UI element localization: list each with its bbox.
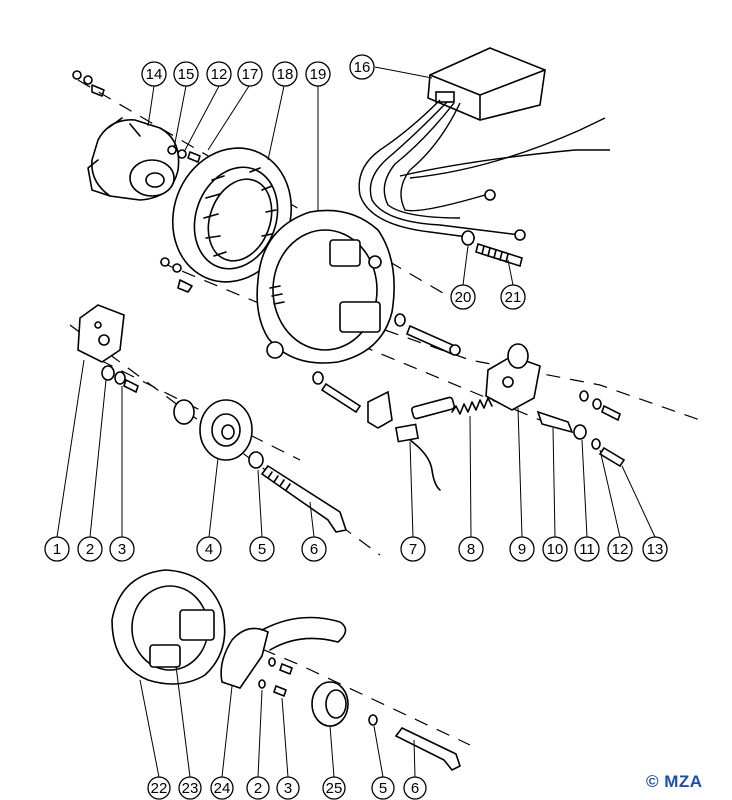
callout-19: 19 xyxy=(305,61,331,87)
bolt-upper-row xyxy=(312,371,393,429)
svg-text:14: 14 xyxy=(146,66,163,83)
svg-text:16: 16 xyxy=(354,59,371,76)
callout-3: 3 xyxy=(109,536,135,562)
callout-25: 25 xyxy=(322,776,346,800)
svg-text:8: 8 xyxy=(467,541,475,558)
brush-7 xyxy=(395,396,455,491)
brush-holder-9 xyxy=(485,343,541,411)
bottom-washers xyxy=(258,657,293,698)
callout-12-lower: 12 xyxy=(607,536,633,562)
svg-text:18: 18 xyxy=(277,66,294,83)
washers-2-3 xyxy=(101,365,139,394)
svg-text:6: 6 xyxy=(310,541,318,558)
svg-text:25: 25 xyxy=(326,780,343,797)
svg-text:7: 7 xyxy=(409,541,417,558)
copyright-notice: © MZA xyxy=(646,772,703,791)
callout-20: 20 xyxy=(450,284,476,310)
svg-text:4: 4 xyxy=(205,541,213,558)
svg-text:1: 1 xyxy=(53,541,61,558)
gasket-10 xyxy=(536,410,574,434)
callout-8: 8 xyxy=(458,536,484,562)
svg-text:3: 3 xyxy=(284,780,292,797)
callout-22: 22 xyxy=(147,776,171,800)
small-screw-mid-left xyxy=(160,257,193,293)
callout-4: 4 xyxy=(196,536,222,562)
svg-text:10: 10 xyxy=(547,541,564,558)
svg-text:19: 19 xyxy=(310,66,327,83)
callout-12: 12 xyxy=(206,61,232,87)
callout-2-bottom: 2 xyxy=(246,776,270,800)
svg-text:17: 17 xyxy=(242,66,259,83)
svg-text:22: 22 xyxy=(151,780,168,797)
callout-2: 2 xyxy=(77,536,103,562)
svg-text:3: 3 xyxy=(118,541,126,558)
washer-20-bolt-21 xyxy=(461,230,523,268)
pulley-25 xyxy=(311,681,349,727)
svg-text:21: 21 xyxy=(505,289,522,306)
callout-14: 14 xyxy=(141,61,167,87)
callout-1: 1 xyxy=(44,536,70,562)
housing-side-bolts xyxy=(394,313,461,356)
bottom-washer-5-bolt-6 xyxy=(368,714,461,772)
callout-13: 13 xyxy=(642,536,668,562)
main-housing xyxy=(256,209,395,364)
leader-lines xyxy=(56,66,656,778)
svg-text:15: 15 xyxy=(178,66,195,83)
regulator-box xyxy=(427,47,546,121)
svg-text:2: 2 xyxy=(86,541,94,558)
spring-8 xyxy=(451,397,493,415)
callout-6: 6 xyxy=(301,536,327,562)
svg-text:2: 2 xyxy=(254,780,262,797)
svg-text:6: 6 xyxy=(411,780,419,797)
svg-text:20: 20 xyxy=(455,289,472,306)
callout-9: 9 xyxy=(509,536,535,562)
end-bracket xyxy=(87,117,180,201)
callout-6-bottom: 6 xyxy=(403,776,427,800)
callout-18: 18 xyxy=(272,61,298,87)
callout-23: 23 xyxy=(178,776,202,800)
callout-11: 11 xyxy=(574,536,600,562)
callout-7: 7 xyxy=(400,536,426,562)
stator-ring xyxy=(171,147,293,283)
small-screw-top-left xyxy=(72,70,105,97)
bottom-housing-22-23 xyxy=(111,569,226,685)
callout-17: 17 xyxy=(237,61,263,87)
svg-text:5: 5 xyxy=(379,780,387,797)
callout-21: 21 xyxy=(500,284,526,310)
callout-5: 5 xyxy=(249,536,275,562)
callout-10: 10 xyxy=(542,536,568,562)
mounting-bracket xyxy=(77,304,125,363)
callouts-bottom: 22 23 24 2 3 25 5 6 xyxy=(147,776,427,800)
svg-text:9: 9 xyxy=(518,541,526,558)
svg-text:13: 13 xyxy=(647,541,664,558)
callouts-row: 1 2 3 4 5 6 7 8 9 10 11 12 13 xyxy=(44,536,668,562)
callout-16: 16 xyxy=(349,54,375,80)
regulator-wires xyxy=(358,99,610,241)
svg-text:24: 24 xyxy=(214,780,231,797)
spacer-parts-15-12 xyxy=(167,145,201,163)
svg-text:5: 5 xyxy=(258,541,266,558)
washer-11-12-bolt-13 xyxy=(573,390,626,468)
cover-24 xyxy=(220,616,347,689)
callout-15: 15 xyxy=(173,61,199,87)
pulley-4 xyxy=(173,399,253,461)
svg-text:23: 23 xyxy=(182,780,199,797)
svg-text:11: 11 xyxy=(579,541,595,558)
svg-text:12: 12 xyxy=(612,541,629,558)
callouts-right: 20 21 xyxy=(450,284,526,310)
callout-5-bottom: 5 xyxy=(371,776,395,800)
callout-3-bottom: 3 xyxy=(276,776,300,800)
callout-24: 24 xyxy=(210,776,234,800)
washer-5-bolt-6 xyxy=(248,451,348,533)
svg-text:12: 12 xyxy=(211,66,228,83)
callouts-top: 14 15 12 17 18 19 16 xyxy=(141,54,375,87)
